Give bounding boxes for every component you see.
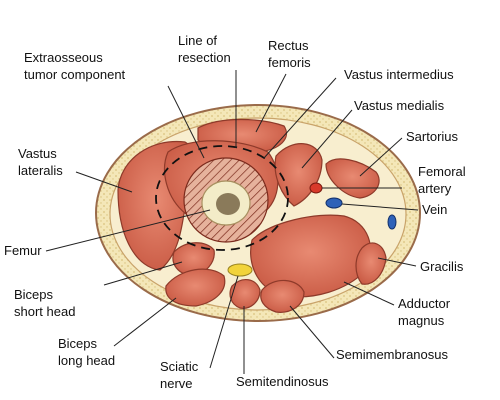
line-of-resection bbox=[155, 145, 289, 251]
label-adductor-magnus-line2: magnus bbox=[398, 313, 445, 328]
gracilis-muscle bbox=[355, 242, 387, 285]
leader-gracilis bbox=[377, 257, 417, 267]
label-extraosseous-line2: tumor component bbox=[24, 67, 126, 82]
label-gracilis: Gracilis bbox=[420, 259, 464, 274]
femur-marrow bbox=[216, 193, 240, 215]
sciatic-nerve bbox=[227, 263, 253, 277]
label-biceps-long-head-line2: long head bbox=[58, 353, 115, 368]
semimembranosus-muscle bbox=[260, 279, 305, 313]
leader-adductor-magnus bbox=[343, 281, 395, 306]
label-vastus-medialis: Vastus medialis bbox=[354, 98, 445, 113]
label-femoral-artery-line1: Femoral bbox=[418, 164, 466, 179]
leader-vastus-medialis bbox=[301, 109, 353, 169]
leader-rectus-femoris bbox=[255, 73, 287, 133]
label-adductor-magnus-line1: Adductor bbox=[398, 296, 451, 311]
small-vein bbox=[387, 214, 397, 230]
label-biceps-short-head-line1: Biceps bbox=[14, 287, 54, 302]
label-vastus-intermedius: Vastus intermedius bbox=[344, 67, 454, 82]
leader-vastus-lateralis bbox=[75, 171, 133, 193]
label-line-of-resection-line2: resection bbox=[178, 50, 231, 65]
label-sartorius: Sartorius bbox=[406, 129, 459, 144]
leader-femur bbox=[45, 209, 211, 252]
label-line-of-resection-line1: Line of bbox=[178, 33, 217, 48]
leader-sartorius bbox=[359, 137, 403, 177]
label-femoral-artery-line2: artery bbox=[418, 181, 452, 196]
femoral-vein bbox=[325, 197, 343, 209]
leader-biceps-short-head bbox=[103, 261, 183, 286]
label-semitendinosus: Semitendinosus bbox=[236, 374, 329, 389]
leader-biceps-long-head bbox=[113, 297, 177, 347]
label-vastus-lateralis-line2: lateralis bbox=[18, 163, 63, 178]
labels: Extraosseous tumor component Line of res… bbox=[4, 33, 466, 391]
leader-lines bbox=[45, 70, 419, 374]
leader-sciatic-nerve bbox=[209, 275, 239, 369]
femoral-artery bbox=[309, 182, 323, 194]
label-biceps-short-head-line2: short head bbox=[14, 304, 75, 319]
label-extraosseous-line1: Extraosseous bbox=[24, 50, 103, 65]
label-rectus-femoris-line1: Rectus bbox=[268, 38, 309, 53]
label-semimembranosus: Semimembranosus bbox=[336, 347, 448, 362]
label-femur: Femur bbox=[4, 243, 42, 258]
biceps-long-head-muscle bbox=[165, 268, 226, 307]
label-rectus-femoris-line2: femoris bbox=[268, 55, 311, 70]
label-sciatic-nerve-line2: nerve bbox=[160, 376, 193, 391]
leader-semimembranosus bbox=[289, 305, 335, 359]
label-biceps-long-head-line1: Biceps bbox=[58, 336, 98, 351]
label-sciatic-nerve-line1: Sciatic bbox=[160, 359, 199, 374]
leader-vastus-intermedius bbox=[263, 77, 337, 159]
leader-extraosseous bbox=[167, 85, 205, 159]
leader-vein bbox=[341, 203, 419, 211]
biceps-short-head-muscle bbox=[172, 242, 215, 277]
label-vein: Vein bbox=[422, 202, 447, 217]
label-vastus-lateralis-line1: Vastus bbox=[18, 146, 57, 161]
